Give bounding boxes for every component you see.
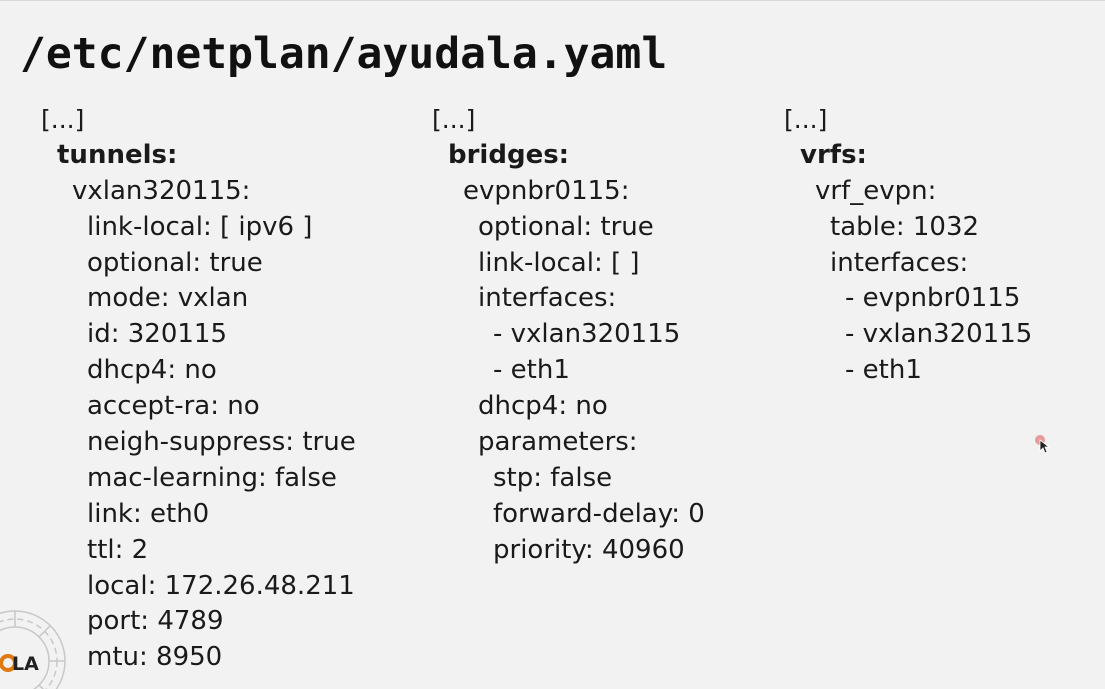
- section-heading-bridges: bridges:: [448, 139, 570, 170]
- config-line: table: 1032: [830, 211, 980, 242]
- config-line: interfaces:: [478, 283, 617, 314]
- bridge-name: evpnbr0115:: [463, 175, 630, 206]
- config-line: link-local: [ ipv6 ]: [87, 211, 313, 242]
- config-line: id: 320115: [87, 319, 228, 350]
- config-line: neigh-suppress: true: [87, 427, 356, 458]
- config-line: ttl: 2: [87, 534, 149, 565]
- config-line: port: 4789: [87, 606, 224, 637]
- bridges-column: [...] bridges: evpnbr0115: optional: tru…: [432, 102, 705, 569]
- ellipsis-text: [...]: [784, 105, 828, 134]
- parameter-line: priority: 40960: [493, 534, 685, 565]
- tunnels-column: [...] tunnels: vxlan320115: link-local: …: [41, 102, 356, 676]
- interface-list-item: - evpnbr0115: [845, 283, 1021, 314]
- config-line: link: eth0: [87, 498, 210, 529]
- config-line: dhcp4: no: [87, 355, 217, 386]
- interface-list-item: - eth1: [493, 355, 570, 386]
- logo-emblem-icon: [0, 610, 66, 689]
- section-heading-vrfs: vrfs:: [800, 139, 867, 170]
- interface-list-item: - vxlan320115: [493, 319, 681, 350]
- config-line: interfaces:: [830, 247, 969, 278]
- config-line: optional: true: [478, 211, 654, 242]
- section-heading-tunnels: tunnels:: [57, 139, 178, 170]
- slide-title: /etc/netplan/ayudala.yaml: [20, 29, 668, 79]
- config-line: dhcp4: no: [478, 391, 608, 422]
- ellipsis-text: [...]: [41, 105, 85, 134]
- logo-text: LA: [12, 653, 39, 675]
- interface-list-item: - eth1: [845, 355, 922, 386]
- config-line: mac-learning: false: [87, 462, 337, 493]
- mouse-pointer-icon: [1035, 435, 1051, 454]
- vrf-name: vrf_evpn:: [815, 175, 937, 206]
- parameter-line: forward-delay: 0: [493, 498, 705, 529]
- config-line: optional: true: [87, 247, 263, 278]
- vrfs-column: [...] vrfs: vrf_evpn: table: 1032 interf…: [784, 102, 1032, 389]
- config-line: accept-ra: no: [87, 391, 260, 422]
- config-line: link-local: [ ]: [478, 247, 640, 278]
- ellipsis-text: [...]: [432, 105, 476, 134]
- config-line: local: 172.26.48.211: [87, 570, 355, 601]
- config-line: mode: vxlan: [87, 283, 249, 314]
- config-line: mtu: 8950: [87, 642, 223, 673]
- config-line: parameters:: [478, 427, 638, 458]
- parameter-line: stp: false: [493, 462, 613, 493]
- interface-list-item: - vxlan320115: [845, 319, 1033, 350]
- tunnel-name: vxlan320115:: [72, 175, 251, 206]
